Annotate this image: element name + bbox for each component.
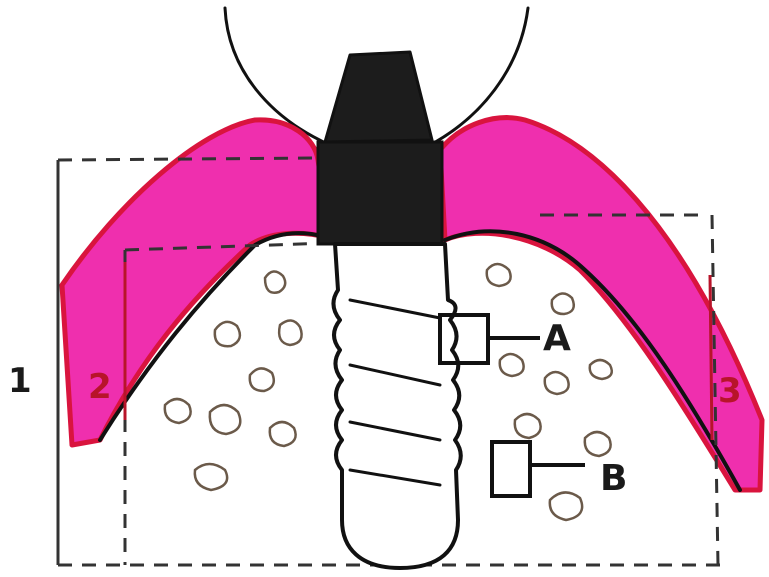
gingiva-right xyxy=(440,118,762,490)
bone-particle-icon xyxy=(487,264,511,286)
marker-box-b xyxy=(492,442,530,496)
bone-particle-icon xyxy=(585,432,611,456)
bone-particle-icon xyxy=(210,405,240,434)
label-2: 2 xyxy=(88,367,112,407)
bone-particle-icon xyxy=(165,399,191,423)
abutment-collar xyxy=(318,142,442,244)
frame-1 xyxy=(58,158,315,160)
bone-particle-icon xyxy=(270,422,296,446)
bone-particle-icon xyxy=(250,368,274,391)
bone-particle-icon xyxy=(215,322,240,346)
label-b: B xyxy=(600,458,627,499)
bone-particle-icon xyxy=(515,414,541,438)
label-1: 1 xyxy=(8,361,32,401)
abutment-icon xyxy=(325,52,432,142)
bone-particle-icon xyxy=(279,320,302,345)
label-a: A xyxy=(543,318,571,359)
bone-particle-icon xyxy=(550,492,582,520)
bone-particle-icon xyxy=(545,372,569,394)
dental-implant-icon xyxy=(333,244,460,568)
marker-line-3 xyxy=(710,275,712,440)
bone-particle-icon xyxy=(552,293,574,314)
bone-particle-icon xyxy=(590,360,612,379)
bone-particle-icon xyxy=(265,271,285,292)
bone-particle-icon xyxy=(500,354,524,376)
bone-particle-icon xyxy=(195,464,227,490)
label-3: 3 xyxy=(718,371,742,411)
